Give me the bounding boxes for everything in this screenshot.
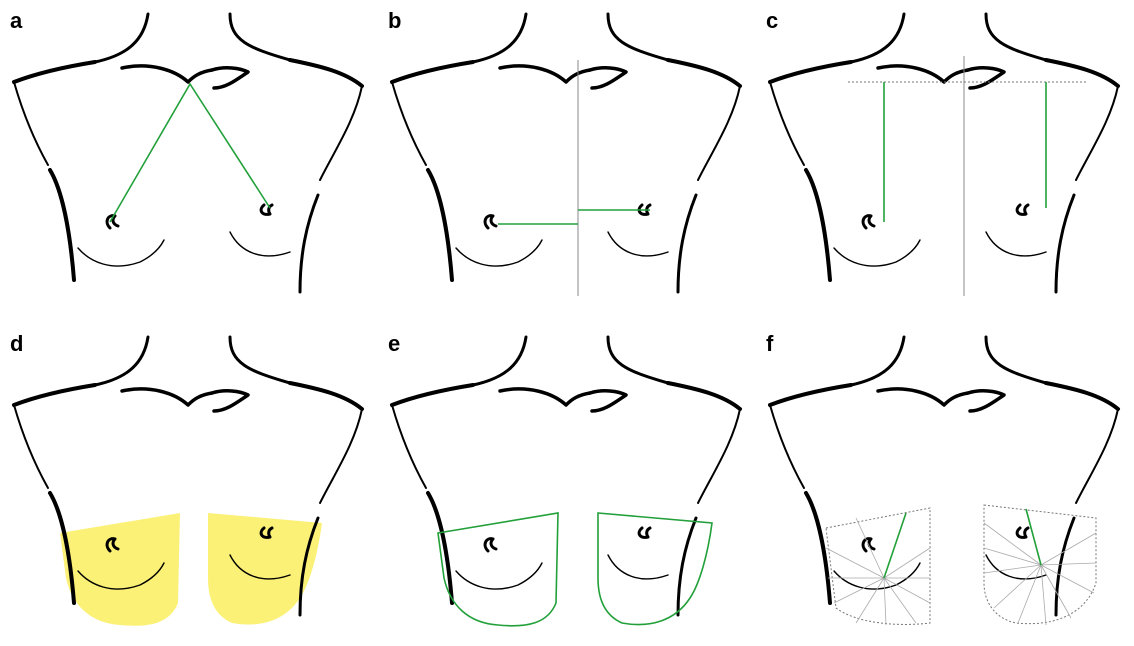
- sternal-notch-to-nipple-lines: [110, 84, 270, 222]
- panel-label-f: f: [766, 333, 773, 355]
- left-breast-grid: [826, 508, 930, 625]
- panel-f: f: [756, 323, 1134, 646]
- panel-a-drawing: [0, 0, 378, 323]
- panel-label-d: d: [10, 333, 23, 355]
- panel-label-a: a: [10, 10, 22, 32]
- panel-d-drawing: [0, 323, 378, 646]
- right-breast-outline: [598, 513, 712, 625]
- panel-b: b: [378, 0, 756, 323]
- right-radial-measurement: [1026, 509, 1041, 565]
- panel-f-drawing: [756, 323, 1134, 646]
- panel-d: d: [0, 323, 378, 646]
- panel-c: c: [756, 0, 1134, 323]
- panel-label-b: b: [388, 10, 401, 32]
- left-breast-area: [60, 513, 180, 626]
- panel-c-drawing: [756, 0, 1134, 323]
- panel-e: e: [378, 323, 756, 646]
- right-breast-grid: [984, 505, 1096, 625]
- left-breast-outline: [438, 513, 558, 626]
- panel-e-drawing: [378, 323, 756, 646]
- panel-label-c: c: [766, 10, 778, 32]
- panel-b-drawing: [378, 0, 756, 323]
- panel-label-e: e: [388, 333, 400, 355]
- left-radial-measurement: [884, 513, 906, 578]
- panel-a: a: [0, 0, 378, 323]
